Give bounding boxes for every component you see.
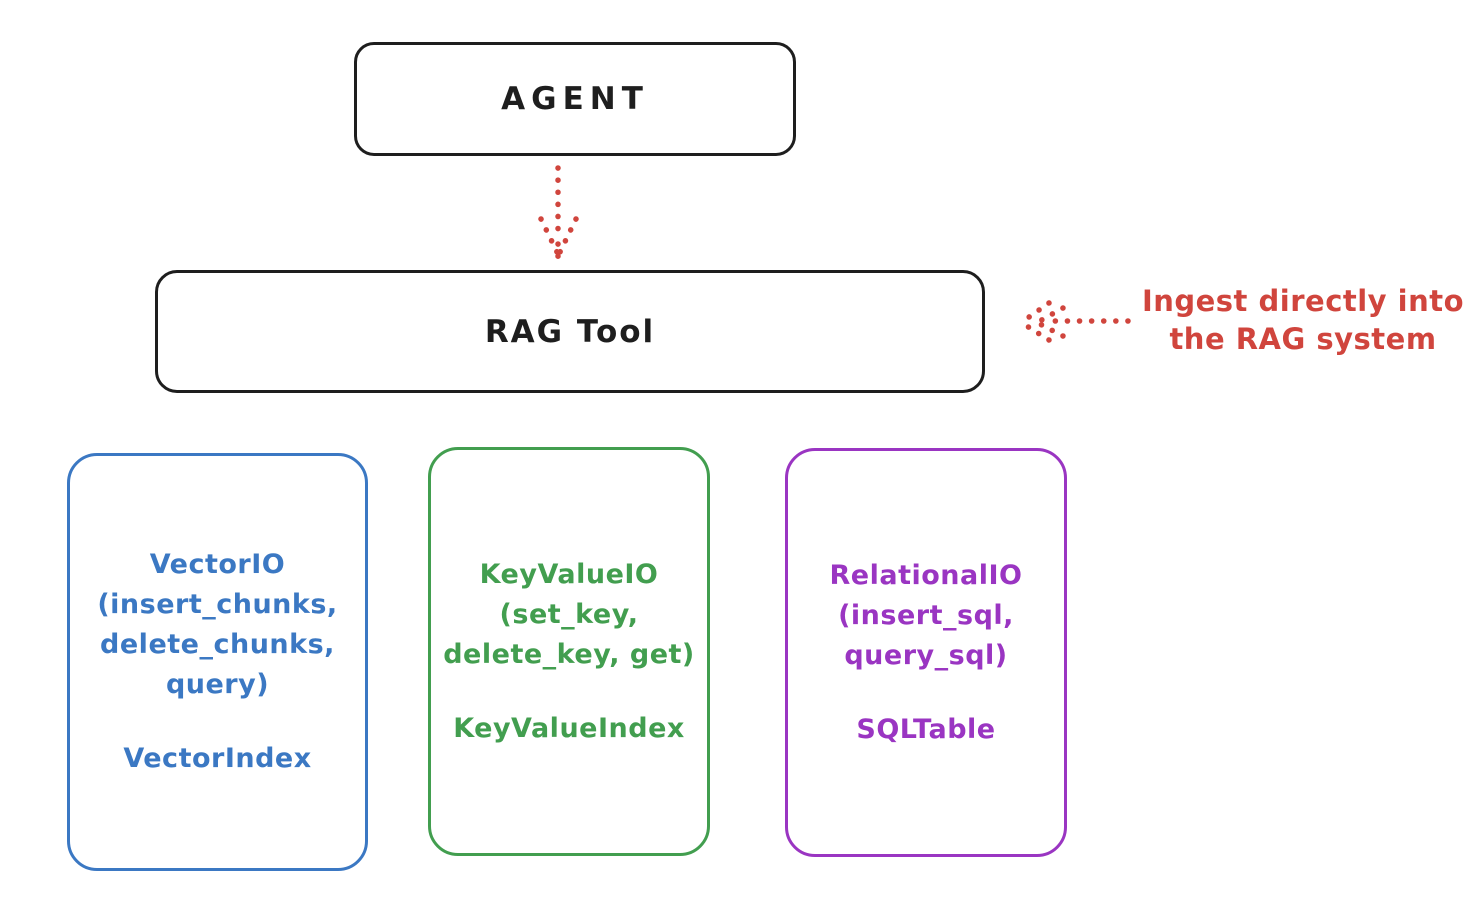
rag-tool-node: RAG Tool: [155, 270, 985, 393]
relational-io-methods-line2: query_sql): [844, 639, 1008, 671]
sql-table-label: SQLTable: [856, 713, 996, 745]
agent-to-rag-arrow-icon: [538, 165, 579, 262]
vector-io-methods-line2: delete_chunks,: [100, 629, 335, 660]
relational-io-methods-line1: (insert_sql,: [838, 599, 1014, 631]
ingest-annotation-line1: Ingest directly into: [1141, 284, 1465, 318]
ingest-annotation-line2: the RAG system: [1169, 322, 1437, 356]
keyvalue-io-methods-line1: (set_key,: [499, 598, 639, 630]
ingest-annotation: Ingest directly into the RAG system: [1128, 282, 1478, 358]
agent-node: AGENT: [354, 42, 796, 156]
vector-io-methods-line3: query): [165, 669, 270, 700]
vector-io-methods-line1: (insert_chunks,: [97, 589, 338, 620]
vector-io-box: VectorIO (insert_chunks, delete_chunks, …: [67, 453, 368, 871]
keyvalue-io-box: KeyValueIO (set_key, delete_key, get) Ke…: [428, 447, 710, 856]
keyvalue-index-label: KeyValueIndex: [453, 712, 685, 744]
keyvalue-io-title: KeyValueIO: [479, 558, 659, 590]
vector-io-title: VectorIO: [149, 549, 286, 580]
ingest-arrow-icon: [1019, 300, 1131, 343]
keyvalue-io-methods-line2: delete_key, get): [443, 638, 695, 670]
relational-io-title: RelationalIO: [829, 559, 1023, 591]
vector-index-label: VectorIndex: [123, 743, 312, 774]
rag-tool-node-label: RAG Tool: [484, 313, 656, 350]
agent-node-label: AGENT: [501, 81, 649, 117]
relational-io-box: RelationalIO (insert_sql, query_sql) SQL…: [785, 448, 1067, 857]
